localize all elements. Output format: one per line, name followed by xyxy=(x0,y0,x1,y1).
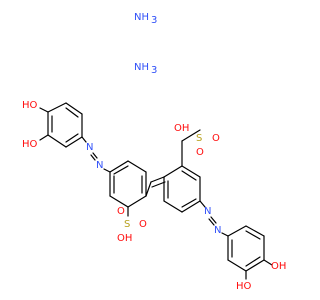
ring-c xyxy=(163,129,201,213)
hydroxyl-label-4: HO xyxy=(236,281,252,292)
sulfonic-1-sulfur: S xyxy=(124,219,130,230)
azo-n-1: N xyxy=(86,142,93,153)
ammonia-1: NH 3 xyxy=(134,12,157,26)
ammonia-2: NH 3 xyxy=(134,62,157,76)
sulfonic-2-hydroxyl: OH xyxy=(174,123,189,134)
sulfonic-2-oxygen-side: O xyxy=(212,133,220,144)
azo-n-3: N xyxy=(204,206,211,217)
sulfonic-2-oxygen-bottom: O xyxy=(196,147,204,158)
ring-a xyxy=(47,102,83,148)
ammonia-2-label: NH xyxy=(134,62,149,73)
sulfonic-2-sulfur: S xyxy=(196,133,202,144)
sulfonic-1-oxygen-top: O xyxy=(117,206,125,217)
sulfonic-1-oxygen-side: O xyxy=(139,219,147,230)
hydroxyl-label-2: HO xyxy=(22,139,38,150)
ammonia-1-subscript: 3 xyxy=(151,15,157,26)
azo-n-4: N xyxy=(214,225,221,236)
ammonia-1-label: NH xyxy=(134,12,149,23)
ammonia-2-subscript: 3 xyxy=(151,65,157,76)
chemical-structure-diagram: NH 3 NH 3 HO HO N N O S O xyxy=(22,12,286,292)
ring-d xyxy=(227,225,265,272)
azo-n-2: N xyxy=(96,160,103,171)
hydroxyl-label-3: OH xyxy=(271,261,286,272)
hydroxyl-label-1: HO xyxy=(22,100,38,111)
sulfonic-1-hydroxyl: OH xyxy=(117,233,132,244)
ring-b xyxy=(109,160,147,208)
